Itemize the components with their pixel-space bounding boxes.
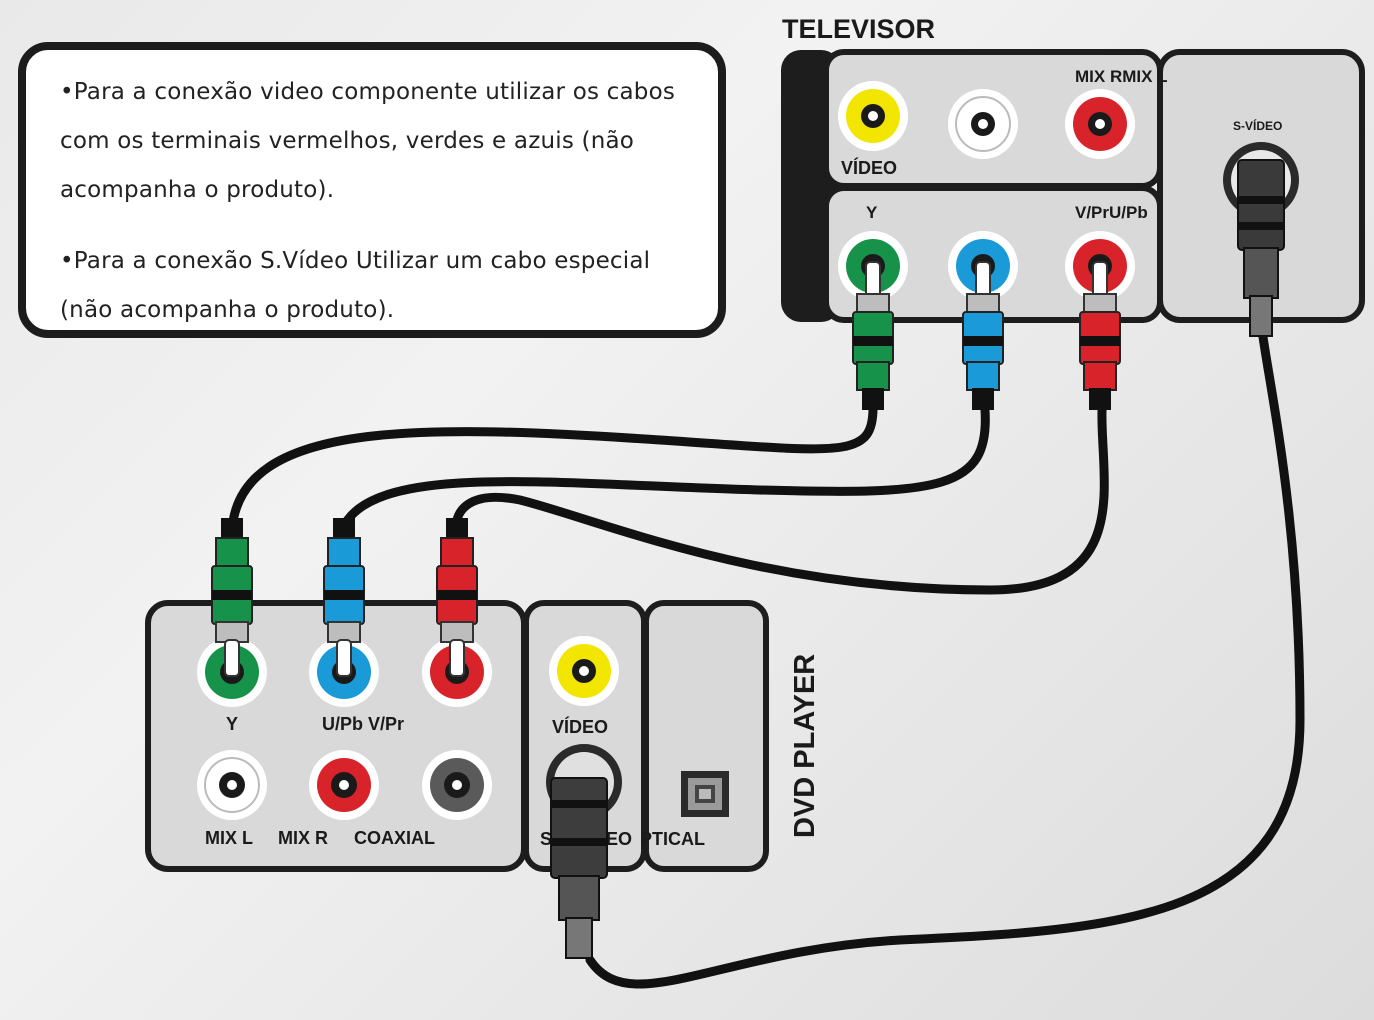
- tv-blue-plug: [962, 261, 1004, 410]
- tv-video-label: VÍDEO: [841, 157, 897, 178]
- note-line: acompanha o produto).: [60, 177, 335, 203]
- dvd-video-jack[interactable]: [549, 636, 619, 706]
- note-line: •Para a conexão S.Vídeo Utilizar um cabo…: [60, 248, 651, 274]
- blue-component-cable: [337, 405, 990, 535]
- note-line: com os terminais vermelhos, verdes e azu…: [60, 128, 635, 154]
- tv-audio-label: MIX RMIX L: [1075, 67, 1168, 86]
- tv-svideo-plug: [1237, 159, 1285, 337]
- tv-red-plug: [1079, 261, 1121, 410]
- dvd-red-plug: [436, 518, 478, 677]
- dvd-blue-plug: [323, 518, 365, 677]
- note-line: (não acompanha o produto).: [60, 297, 395, 323]
- tv-y-label: Y: [866, 203, 878, 222]
- svideo-cable: [585, 325, 1305, 989]
- cable-bundle: [227, 325, 1305, 989]
- tv-svideo-label: S-VÍDEO: [1233, 118, 1282, 133]
- dvd-mix-r-label: MIX R: [278, 828, 328, 848]
- red-component-cable: [451, 405, 1109, 595]
- tv-green-plug: [852, 261, 894, 410]
- tv-audio-l-jack[interactable]: [1065, 89, 1135, 159]
- note-paragraph-component: •Para a conexão video componente utiliza…: [60, 68, 718, 215]
- dvd-player-title: DVD PLAYER: [789, 654, 821, 838]
- televisor-title: TELEVISOR: [782, 14, 935, 44]
- tv-video-jack[interactable]: [838, 81, 908, 151]
- tv-audio-r-jack[interactable]: [948, 89, 1018, 159]
- dvd-mix-r-jack[interactable]: [309, 750, 379, 820]
- note-paragraph-svideo: •Para a conexão S.Vídeo Utilizar um cabo…: [60, 237, 718, 330]
- dvd-video-label: VÍDEO: [552, 716, 608, 737]
- dvd-mix-l-label: MIX L: [205, 828, 253, 848]
- dvd-optical-port[interactable]: [681, 771, 729, 817]
- dvd-svideo-label-end: EO: [606, 829, 632, 849]
- dvd-green-plug: [211, 518, 253, 677]
- dvd-svideo-label-start: S: [540, 829, 552, 849]
- tv-component-label: V/PrU/Pb: [1075, 203, 1148, 222]
- note-line: •Para a conexão video componente utiliza…: [60, 79, 676, 105]
- instruction-note-box: •Para a conexão video componente utiliza…: [18, 42, 726, 338]
- green-component-cable: [227, 403, 878, 535]
- dvd-y-label: Y: [226, 714, 238, 734]
- dvd-coaxial-jack[interactable]: [422, 750, 492, 820]
- dvd-component-label: U/Pb V/Pr: [322, 714, 404, 734]
- dvd-mix-l-jack[interactable]: [197, 750, 267, 820]
- dvd-coaxial-label: COAXIAL: [354, 828, 435, 848]
- dvd-optical-panel: [643, 600, 769, 872]
- dvd-optical-label: PTICAL: [640, 829, 705, 849]
- dvd-svideo-plug: [550, 777, 608, 959]
